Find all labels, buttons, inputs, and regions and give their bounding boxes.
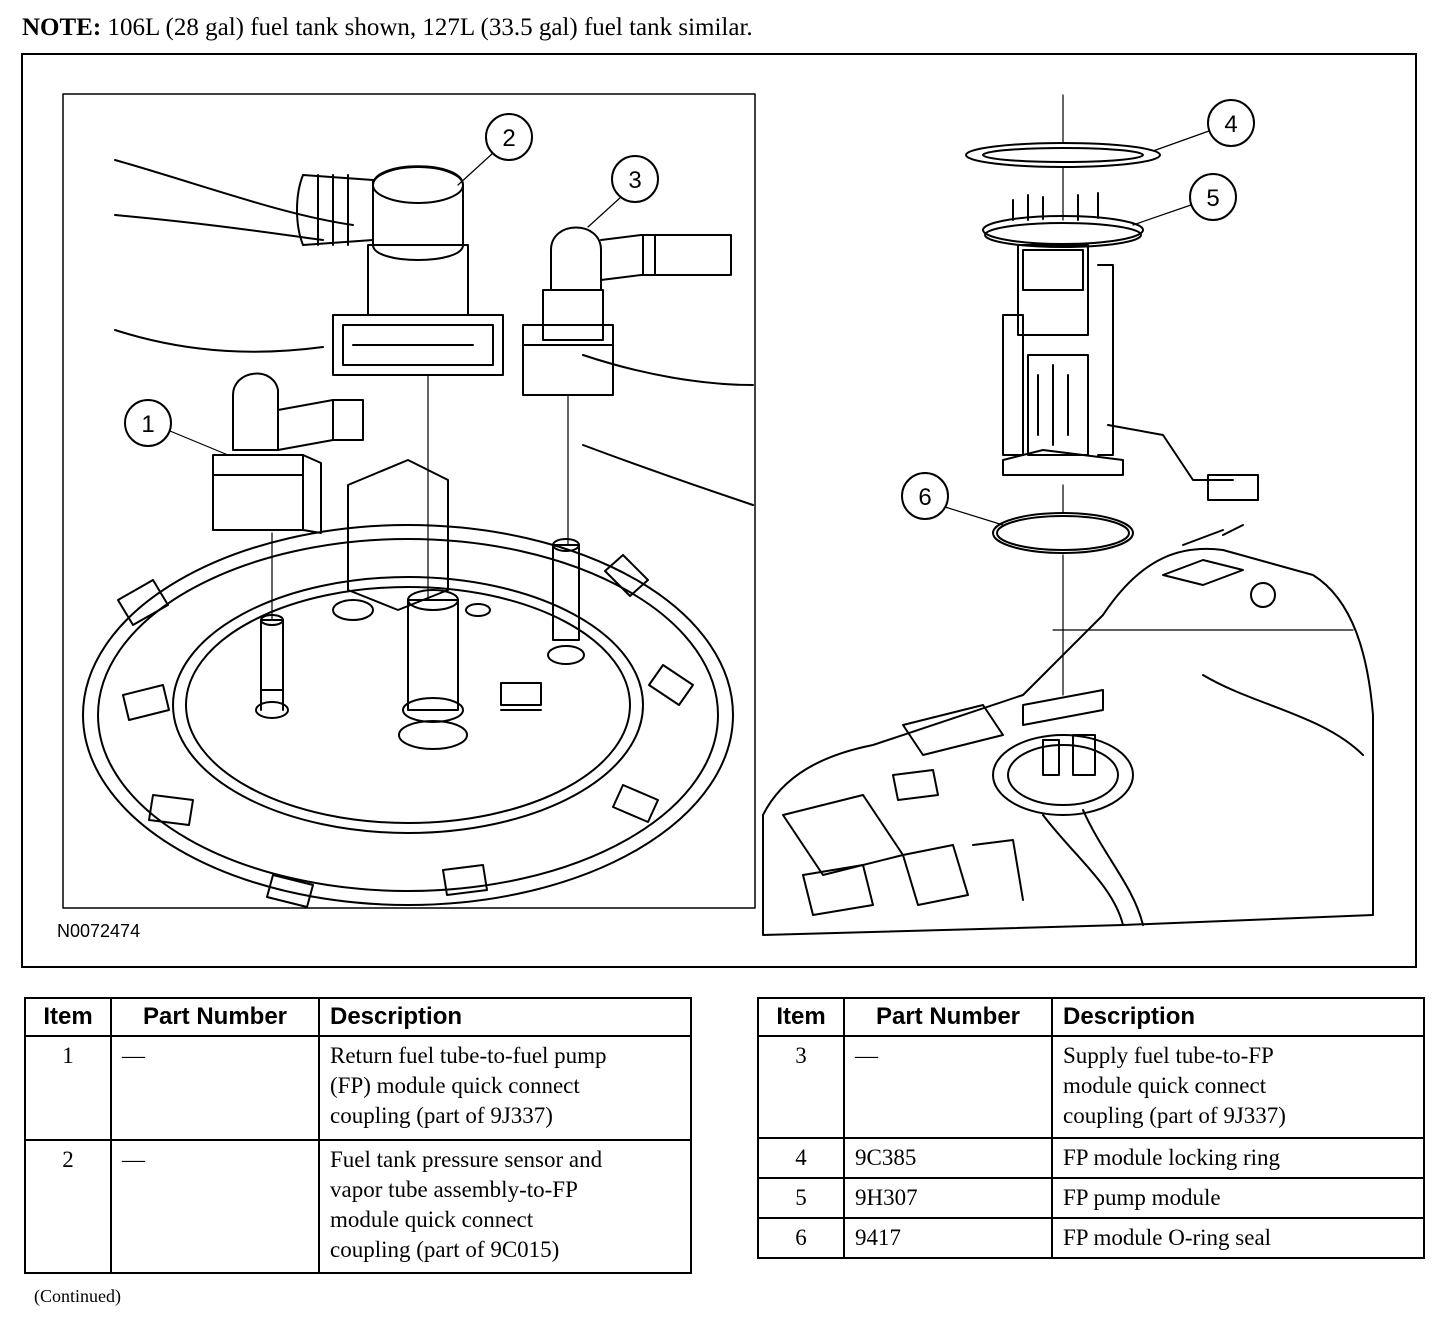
- nipple-1: [255, 614, 289, 719]
- part-number: —: [110, 1139, 320, 1274]
- left-inset-drawing: [82, 159, 754, 908]
- description-line: FP module locking ring: [1063, 1145, 1281, 1170]
- description: FP module O-ring seal: [1051, 1217, 1425, 1259]
- figure-drawing: 1 2 3: [62, 93, 1374, 936]
- part-number: 9C385: [843, 1137, 1053, 1179]
- header-item: Item: [757, 997, 845, 1037]
- note-label: NOTE:: [22, 14, 102, 41]
- callout-4: 4: [1152, 99, 1255, 152]
- callout-1-label: 1: [141, 411, 154, 438]
- description-line: module quick connect: [330, 1207, 534, 1232]
- callout-5-label: 5: [1206, 185, 1219, 212]
- item-number: 2: [24, 1139, 112, 1274]
- item-number: 6: [757, 1217, 845, 1259]
- figure-code: N0072474: [57, 921, 141, 941]
- table-row: 5 9H307 FP pump module: [757, 1177, 1425, 1219]
- callout-2-label: 2: [502, 125, 515, 152]
- description: Supply fuel tube-to-FP module quick conn…: [1051, 1035, 1425, 1139]
- callout-4-label: 4: [1224, 111, 1237, 138]
- description: FP module locking ring: [1051, 1137, 1425, 1179]
- description: FP pump module: [1051, 1177, 1425, 1219]
- part-number: 9417: [843, 1217, 1053, 1259]
- description: Fuel tank pressure sensor and vapor tube…: [318, 1139, 692, 1274]
- header-part-number: Part Number: [110, 997, 320, 1037]
- description-line: coupling (part of 9J337): [330, 1103, 553, 1128]
- right-drawing: [762, 94, 1374, 936]
- header-item: Item: [24, 997, 112, 1037]
- description-line: Fuel tank pressure sensor and: [330, 1147, 603, 1172]
- part-number: —: [843, 1035, 1053, 1139]
- description-line: FP module O-ring seal: [1063, 1225, 1272, 1250]
- part-number: —: [110, 1035, 320, 1141]
- note-line: NOTE: 106L (28 gal) fuel tank shown, 127…: [22, 14, 753, 42]
- description-line: (FP) module quick connect: [330, 1073, 580, 1098]
- description-line: FP pump module: [1063, 1185, 1221, 1210]
- o-ring-seal: [992, 512, 1134, 554]
- header-part-number: Part Number: [843, 997, 1053, 1037]
- table-header-row: Item Part Number Description: [24, 997, 692, 1037]
- fuel-tank: [762, 524, 1374, 936]
- table-row: 4 9C385 FP module locking ring: [757, 1137, 1425, 1179]
- table-row: 1 — Return fuel tube-to-fuel pump (FP) m…: [24, 1035, 692, 1141]
- header-description: Description: [318, 997, 692, 1037]
- coupling-1: [212, 372, 364, 534]
- item-number: 3: [757, 1035, 845, 1139]
- coupling-2: [114, 165, 504, 376]
- inset-frame: [62, 93, 756, 909]
- callout-3-label: 3: [628, 167, 641, 194]
- table-row: 2 — Fuel tank pressure sensor and vapor …: [24, 1139, 692, 1274]
- description-line: coupling (part of 9C015): [330, 1237, 560, 1262]
- callout-3: 3: [587, 155, 659, 228]
- table-row: 3 — Supply fuel tube-to-FP module quick …: [757, 1035, 1425, 1139]
- callout-6-label: 6: [918, 484, 931, 511]
- description: Return fuel tube-to-fuel pump (FP) modul…: [318, 1035, 692, 1141]
- parts-table-right: Item Part Number Description 3 — Supply …: [757, 997, 1425, 1259]
- nipple-3: [547, 538, 585, 665]
- description-line: coupling (part of 9J337): [1063, 1103, 1286, 1128]
- header-description: Description: [1051, 997, 1425, 1037]
- item-number: 1: [24, 1035, 112, 1141]
- callout-2: 2: [457, 113, 533, 186]
- description-line: vapor tube assembly-to-FP: [330, 1177, 578, 1202]
- locking-ring: [965, 142, 1161, 168]
- table-header-row: Item Part Number Description: [757, 997, 1425, 1037]
- part-number: 9H307: [843, 1177, 1053, 1219]
- callout-1: 1: [124, 399, 229, 456]
- note-text: 106L (28 gal) fuel tank shown, 127L (33.…: [107, 14, 753, 41]
- pump-module: [982, 192, 1259, 501]
- description-line: Return fuel tube-to-fuel pump: [330, 1043, 607, 1068]
- description-line: Supply fuel tube-to-FP: [1063, 1043, 1274, 1068]
- continued-note: (Continued): [34, 1286, 121, 1306]
- parts-table-left: Item Part Number Description 1 — Return …: [24, 997, 692, 1274]
- table-row: 6 9417 FP module O-ring seal: [757, 1217, 1425, 1259]
- exploded-view-figure: 1 2 3: [21, 53, 1417, 968]
- nipple-2: [398, 589, 468, 750]
- coupling-3: [522, 226, 732, 396]
- item-number: 4: [757, 1137, 845, 1179]
- item-number: 5: [757, 1177, 845, 1219]
- callout-5: 5: [1132, 173, 1237, 226]
- callout-6: 6: [901, 472, 1004, 526]
- description-line: module quick connect: [1063, 1073, 1267, 1098]
